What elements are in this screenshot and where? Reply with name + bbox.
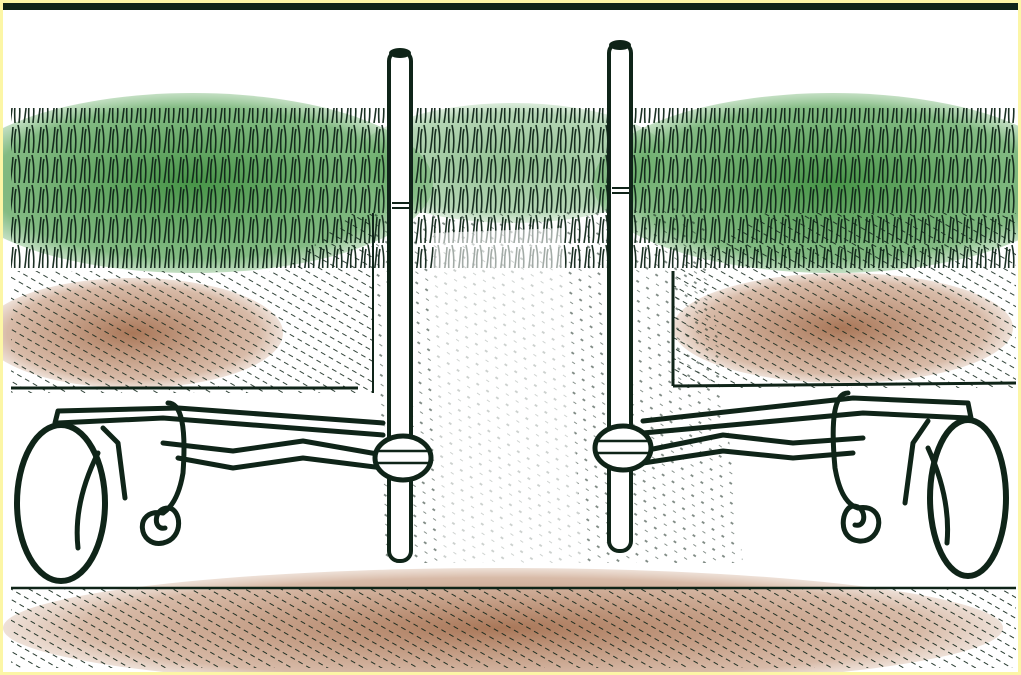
illustration-scene bbox=[3, 3, 1021, 675]
lower-soil-layer bbox=[3, 568, 1016, 675]
left-stake bbox=[389, 48, 411, 561]
top-border bbox=[3, 3, 1021, 10]
trench bbox=[373, 208, 743, 583]
left-trap bbox=[17, 403, 431, 581]
right-stake bbox=[609, 40, 631, 551]
